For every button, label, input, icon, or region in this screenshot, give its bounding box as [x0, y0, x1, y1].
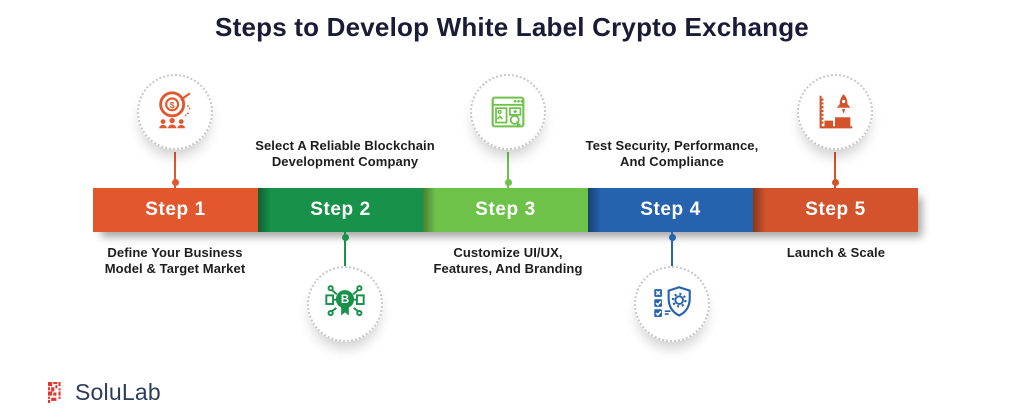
step-segment-4: Step 4 — [588, 188, 753, 232]
step-5-connector — [831, 152, 839, 188]
step-3-connector — [504, 152, 512, 188]
connector-dot — [171, 179, 179, 186]
solulab-logo-text: SoluLab — [75, 379, 161, 405]
step-segment-1: Step 1 — [93, 188, 258, 232]
step-label: Step 2 — [310, 199, 371, 220]
step-2-caption: Select A Reliable Blockchain Development… — [255, 138, 435, 169]
step-4-caption: Test Security, Performance, And Complian… — [585, 138, 759, 169]
connector-dot — [341, 234, 349, 241]
browser-ui-icon — [491, 96, 525, 129]
solulab-logo-icon — [48, 382, 61, 403]
step-segment-5: Step 5 — [753, 188, 918, 232]
solulab-logo: SoluLab — [48, 379, 161, 406]
step-label: Step 3 — [475, 199, 536, 220]
connector-dot — [831, 179, 839, 186]
step-1-caption: Define Your Business Model & Target Mark… — [104, 245, 246, 276]
security-shield-icon — [654, 286, 691, 317]
step-label: Step 1 — [145, 199, 206, 220]
step-2-icon-circle: B — [307, 266, 383, 342]
step-label: Step 5 — [805, 199, 866, 220]
step-3-caption: Customize UI/UX, Features, And Branding — [433, 245, 583, 276]
step-label: Step 4 — [640, 199, 701, 220]
step-5-icon-circle — [797, 74, 873, 150]
blockchain-badge-icon: B — [325, 285, 365, 317]
step-segment-3: Step 3 — [423, 188, 588, 232]
page-title: Steps to Develop White Label Crypto Exch… — [215, 12, 809, 42]
connector-dot — [504, 179, 512, 186]
svg-text:$: $ — [170, 100, 175, 110]
steps-bar: Step 1 Step 2 Step 3 Step 4 Step 5 — [93, 188, 918, 232]
step-3-icon-circle — [470, 74, 546, 150]
step-1-connector — [171, 152, 179, 188]
target-dollar-icon: $ — [159, 91, 191, 129]
step-2-connector — [341, 232, 349, 268]
rocket-launch-icon — [819, 94, 853, 129]
step-4-icon-circle — [634, 266, 710, 342]
step-5-caption: Launch & Scale — [786, 245, 886, 260]
step-1-icon-circle: $ — [137, 74, 213, 150]
svg-text:B: B — [341, 294, 349, 306]
step-4-connector — [668, 232, 676, 268]
connector-dot — [668, 234, 676, 241]
step-segment-2: Step 2 — [258, 188, 423, 232]
